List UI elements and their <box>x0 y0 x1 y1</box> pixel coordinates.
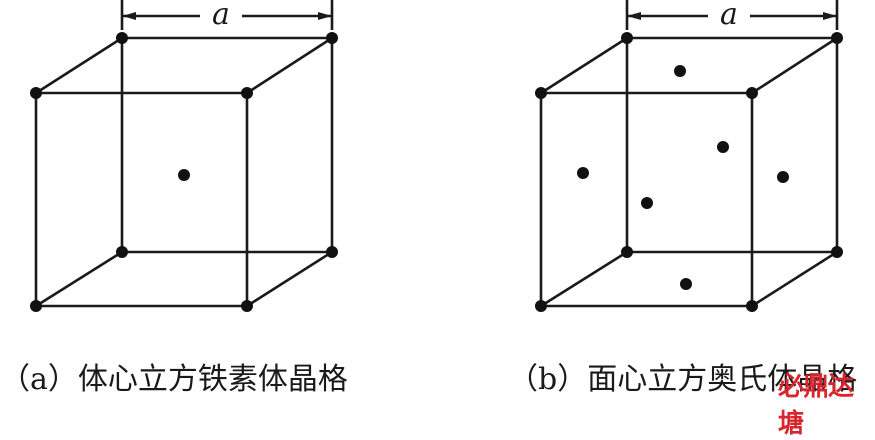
bcc-corner-atom <box>326 246 338 258</box>
bcc-caption: （a）体心立方铁素体晶格 <box>0 362 348 397</box>
fcc-dim-arrow-right <box>823 12 837 20</box>
fcc-corner-atom <box>831 246 843 258</box>
bcc-corner-atom <box>116 32 128 44</box>
bcc-dimension-label: a <box>212 0 230 32</box>
fcc-edge <box>540 250 628 308</box>
bcc-cube <box>34 0 334 308</box>
fcc-face-center-atom-left <box>577 167 589 179</box>
fcc-face-center-atom-front <box>641 197 653 209</box>
fcc-atoms <box>535 32 843 312</box>
bcc-corner-atom <box>30 87 42 99</box>
bcc-dim-arrow-right <box>318 12 332 20</box>
fcc-corner-atom <box>621 246 633 258</box>
bcc-body-center-atom <box>178 169 190 181</box>
bcc-dim-arrow-left <box>122 12 136 20</box>
bcc-edge <box>246 250 333 308</box>
bcc-corner-atom <box>241 87 253 99</box>
fcc-face-center-atom-right <box>777 171 789 183</box>
crystal-lattice-diagram: a <box>30 0 843 312</box>
fcc-face-center-atom-bottom <box>680 278 692 290</box>
fcc-cube <box>539 0 839 308</box>
fcc-corner-atom <box>535 300 547 312</box>
fcc-dim-arrow-left <box>627 12 641 20</box>
bcc-edge <box>35 36 123 95</box>
diagram-canvas: a <box>0 0 858 439</box>
fcc-face-center-atom-back <box>717 141 729 153</box>
bcc-edge <box>35 250 123 308</box>
fcc-edge <box>751 36 838 95</box>
bcc-corner-atom <box>116 246 128 258</box>
fcc-caption: （b）面心立方奥氏体晶格 <box>508 362 858 397</box>
fcc-edge <box>540 36 628 95</box>
fcc-dimension-label: a <box>720 0 738 32</box>
bcc-edge <box>246 36 333 95</box>
bcc-corner-atom <box>30 300 42 312</box>
fcc-corner-atom <box>746 87 758 99</box>
bcc-atoms <box>30 32 338 312</box>
fcc-corner-atom <box>535 87 547 99</box>
fcc-edge <box>751 250 838 308</box>
watermark-logo: 必鼎达塘 <box>778 372 854 439</box>
bcc-corner-atom <box>326 32 338 44</box>
fcc-corner-atom <box>746 300 758 312</box>
fcc-corner-atom <box>831 32 843 44</box>
fcc-corner-atom <box>621 32 633 44</box>
fcc-face-center-atom-top <box>674 65 686 77</box>
bcc-corner-atom <box>241 300 253 312</box>
